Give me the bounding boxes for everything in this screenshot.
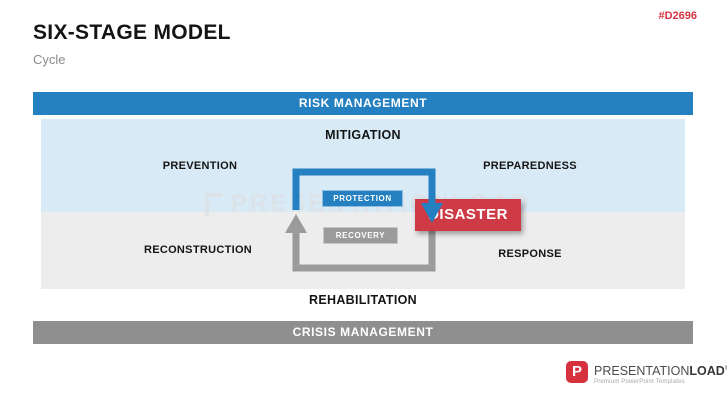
stage-rehabilitation: REHABILITATION [309, 293, 417, 307]
protection-chip: PROTECTION [322, 190, 403, 207]
logo-name-regular: PRESENTATION [594, 364, 690, 379]
logo-p-icon: P [566, 361, 588, 383]
watermark-logo-icon [205, 192, 222, 216]
stage-prevention: PREVENTION [162, 160, 238, 172]
stage-response: RESPONSE [498, 248, 562, 260]
crisis-management-bar: CRISIS MANAGEMENT [33, 321, 693, 344]
stage-reconstruction: RECONSTRUCTION [143, 244, 253, 256]
logo-name-bold: LOAD [689, 364, 725, 379]
logo-tagline: Premium PowerPoint Templates [594, 379, 685, 386]
recovery-chip: RECOVERY [323, 227, 398, 244]
stage-mitigation: MITIGATION [325, 128, 401, 142]
page-subtitle: Cycle [33, 52, 66, 67]
presentationload-logo: P PRESENTATIONLOAD® Premium PowerPoint T… [566, 361, 727, 385]
stage-preparedness: PREPAREDNESS [483, 160, 577, 172]
disaster-badge: DISASTER [415, 199, 521, 231]
page-title: SIX-STAGE MODEL [33, 21, 231, 44]
logo-name: PRESENTATIONLOAD® [594, 363, 727, 378]
registered-mark: ® [725, 366, 727, 372]
risk-management-bar: RISK MANAGEMENT [33, 92, 693, 115]
template-id-code: #D2696 [658, 10, 697, 22]
